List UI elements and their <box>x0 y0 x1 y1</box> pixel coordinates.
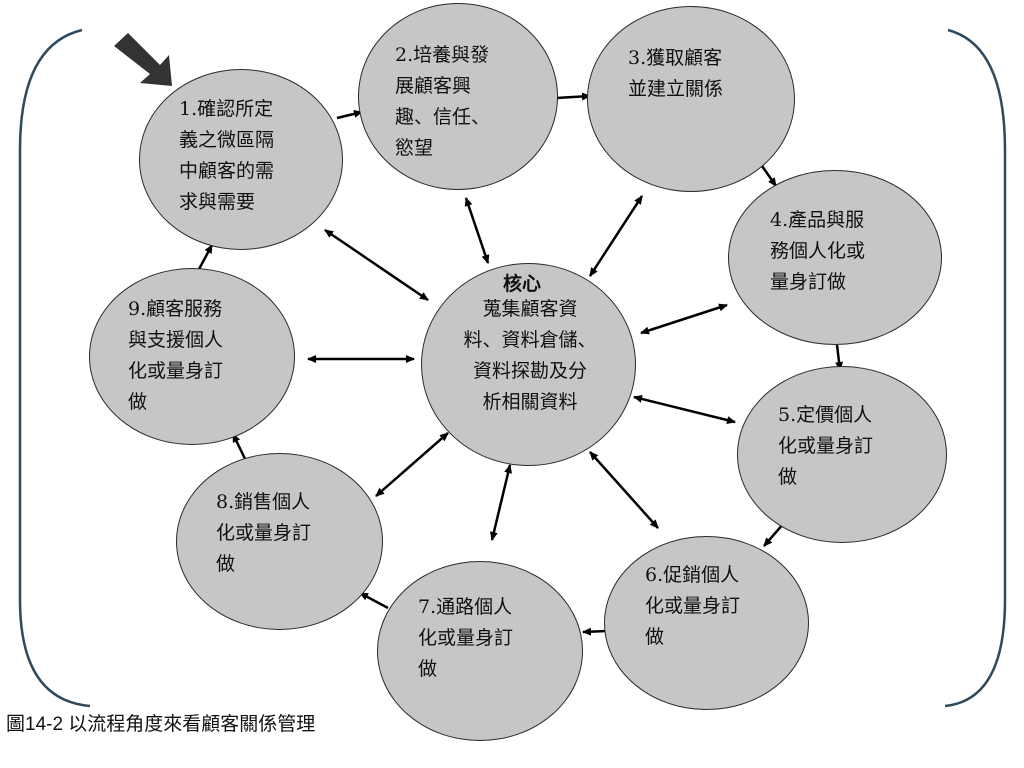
step-6-circle <box>604 536 809 710</box>
core-arrow-6 <box>589 451 659 529</box>
step-4-text: 4.產品與服 務個人化或 量身訂做 <box>770 209 866 293</box>
step-3-text: 3.獲取顧客 並建立關係 <box>628 47 724 100</box>
arrow-9-to-1 <box>196 244 214 272</box>
step-4-circle <box>728 170 942 345</box>
core-arrow-2 <box>464 197 490 264</box>
core-arrow-4 <box>640 303 728 335</box>
step-8-text: 8.銷售個人 化或量身訂 做 <box>216 491 312 575</box>
step-3-circle <box>587 6 795 192</box>
step-5-circle <box>737 366 947 543</box>
step-2-circle <box>358 3 558 190</box>
core-arrow-1 <box>324 228 429 302</box>
core-text: 蒐集顧客資 料、資料倉儲、 資料探勘及分 析相關資料 <box>463 298 597 413</box>
arrow-3-to-4 <box>760 165 778 187</box>
left-bracket <box>18 28 91 708</box>
core-arrow-3 <box>588 195 644 277</box>
core-arrow-8 <box>375 432 449 497</box>
core-arrow-7 <box>489 464 513 541</box>
step-8-circle <box>176 453 383 630</box>
start-pointer-icon <box>114 33 172 86</box>
core-circle <box>421 263 636 466</box>
core-arrow-5 <box>633 395 736 424</box>
step-5-text: 5.定價個人 化或量身訂 做 <box>778 404 874 488</box>
step-1-circle <box>139 69 343 250</box>
figure-caption: 圖14-2 以流程角度來看顧客關係管理 <box>6 714 316 735</box>
arrow-1-to-2 <box>336 109 363 120</box>
step-7-text: 7.通路個人 化或量身訂 做 <box>418 596 514 680</box>
arrow-2-to-3 <box>555 92 591 101</box>
arrow-7-to-8 <box>359 591 389 610</box>
step-9-circle <box>89 268 295 445</box>
step-9-text: 9.顧客服務 與支援個人 化或量身訂 做 <box>128 298 224 413</box>
step-1-text: 1.確認所定 義之微區隔 中顧客的需 求與需要 <box>179 98 275 213</box>
step-7-circle <box>377 561 583 741</box>
step-6-text: 6.促銷個人 化或量身訂 做 <box>645 564 741 648</box>
arrow-4-to-5 <box>835 344 844 371</box>
step-2-text: 2.培養與發 展顧客興 趣、信任、 慾望 <box>395 44 491 159</box>
core-title: 核心 <box>503 273 542 295</box>
right-bracket <box>944 28 1007 708</box>
